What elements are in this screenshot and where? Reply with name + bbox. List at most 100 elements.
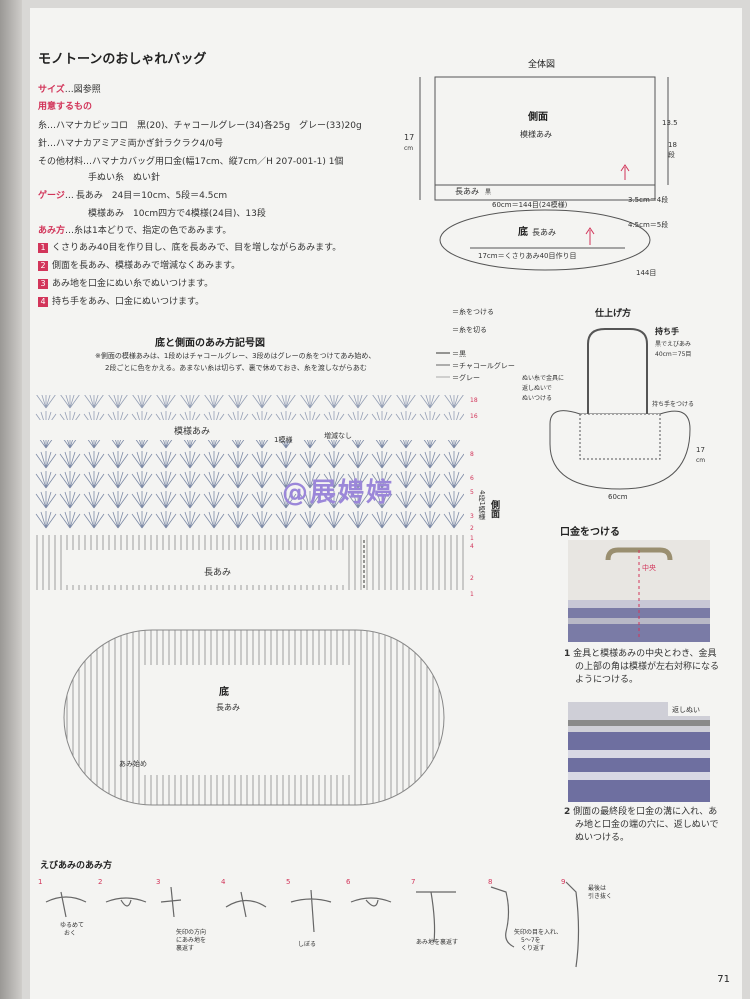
legend-charcoal: ＝チャコールグレー (452, 361, 515, 370)
finish-handle3: 40cm＝75目 (655, 351, 691, 358)
chart-bottom-label: 底 (219, 685, 229, 698)
finish-sew3: ぬいつける (522, 395, 552, 402)
ebi-cap-7: あみ地を裏返す (416, 938, 458, 946)
finish-handle: 持ち手 (655, 326, 679, 336)
chart-bottomlong-label: 長あみ (216, 703, 240, 712)
row-num-6: 6 (470, 475, 474, 482)
ebi-cap-8c: くり返す (521, 945, 545, 952)
finish-sew1: ぬい糸で金具に (522, 374, 564, 382)
ebi-cap-1: ゆるめて (60, 922, 84, 929)
ebi-cap-3c: 裏返す (176, 944, 194, 952)
materials-heading: 用意するもの (38, 102, 93, 112)
hook-line: 針…ハマナカアミアミ両かぎ針ラクラク4/0号 (38, 139, 224, 149)
ebi-cap-8b: 5〜7を (521, 937, 541, 944)
ebi-steps: 1 2 3 4 5 6 7 8 9 ゆるめて おく 矢印の方向 にあみ地を 裏返… (38, 878, 612, 968)
others-line-2: 手ぬい糸 ぬい針 (88, 173, 161, 183)
row-num-8: 8 (470, 451, 474, 458)
overall-r1: 13.5 (662, 119, 678, 127)
clasp-step-1: 1 金具と模様あみの中央とわき、金具 (564, 649, 717, 659)
chart-note-1: ※側面の模様あみは、1段めはチャコールグレー、3段めはグレーの糸をつけてあみ始め… (95, 352, 376, 360)
finish-title: 仕上げ方 (594, 307, 631, 319)
overall-side-label: 側面 (527, 110, 548, 123)
legend-gray: ＝グレー (452, 373, 480, 382)
ebi-num-6: 6 (346, 878, 351, 886)
clasp-title: 口金をつける (560, 527, 620, 538)
row-num-1: 1 (470, 535, 474, 542)
overall-144-label: 144目 (636, 269, 656, 277)
method-intro: あみ方…糸は1本どりで、指定の色であみます。 (38, 226, 232, 236)
overall-title: 全体図 (528, 58, 555, 70)
chart-start-label: あみ始め (119, 759, 147, 768)
clasp-step-2: 2 側面の最終段を口金の溝に入れ、あ (564, 807, 718, 817)
ebi-title: えびあみのあみ方 (40, 861, 113, 871)
chart-one-pattern: 1模様 (274, 435, 292, 444)
finish-sew2: 返しぬいで (522, 385, 552, 392)
clasp-step-1b: の上部の角は模様が左右対称になる (575, 662, 720, 672)
overall-foundation-label: 17cm＝くさりあみ40目作り目 (478, 251, 576, 260)
overall-d2: 4.5cm＝5段 (628, 220, 668, 229)
ebi-cap-1b: おく (64, 930, 76, 937)
row-num-4: 4 (470, 543, 474, 550)
ebi-num-1: 1 (38, 878, 42, 886)
overall-bottomlong-label: 長あみ (532, 228, 556, 237)
ebi-num-8: 8 (488, 878, 492, 886)
overall-width-label: 60cm＝144目(24模様) (492, 200, 568, 209)
row-num-18: 18 (470, 397, 478, 404)
finish-height: 17 (696, 446, 705, 454)
ebi-cap-9: 最後は (588, 884, 606, 892)
row-num-2b: 2 (470, 575, 474, 582)
overall-black-label: 黒 (485, 189, 491, 196)
ebi-cap-5: しぼる (298, 941, 316, 948)
finish-width: 60cm (608, 493, 628, 501)
ebi-num-3: 3 (156, 878, 160, 886)
ebi-num-9: 9 (561, 878, 565, 886)
page-title: モノトーンのおしゃれバッグ (38, 52, 207, 67)
stitch-chart: 模様あみ 1模様 増減なし 長あみ 底 長あみ あみ始め 側面 4段1模様 18… (34, 395, 501, 806)
finish-height-cm: cm (696, 457, 705, 464)
finish-handle2: 黒でえびあみ (655, 340, 691, 348)
ebi-num-2: 2 (98, 878, 102, 886)
chart-note-2: 2段ごとに色をかえる。あまない糸は切らず、裏で休めておき、糸を渡しながらあむ (105, 364, 367, 372)
chart-rep-label: 4段1模様 (478, 490, 486, 520)
overall-h-cm: cm (404, 145, 413, 152)
page-gutter-shadow (0, 0, 22, 999)
others-line: その他材料…ハマナカバッグ用口金(幅17cm、縦7cm／H 207-001-1)… (38, 157, 344, 167)
clasp-step-1c: ようにつける。 (575, 675, 639, 685)
overall-r2: 18 (668, 141, 677, 149)
overall-pattern-label: 模様あみ (520, 129, 552, 139)
watermark: @展娉婷 (282, 478, 395, 508)
chart-noinc: 増減なし (324, 431, 352, 440)
chart-pattern-label: 模様あみ (174, 425, 210, 437)
row-num-5: 5 (470, 489, 474, 496)
clasp-step-2b: み地と口金の端の穴に、返しぬいで (575, 820, 719, 830)
clasp-center-label: 中央 (642, 563, 656, 572)
gauge-line: ゲージ…長あみ 24目＝10cm、5段＝4.5cm (38, 191, 228, 201)
finish-diagram: 仕上げ方 持ち手 黒でえびあみ 40cm＝75目 ぬい糸で金具に 返しぬいで ぬ… (522, 307, 705, 501)
ebi-num-7: 7 (411, 878, 415, 886)
row-num-16: 16 (470, 413, 478, 420)
clasp-photo-1: 中央 (568, 540, 710, 642)
legend-cut: ＝糸を切る (452, 325, 487, 334)
clasp-step-2c: ぬいつける。 (575, 833, 630, 843)
chart-long-label: 長あみ (204, 567, 231, 578)
yarn-line: 糸…ハマナカピッコロ 黒(20)、チャコールグレー(34)各25g グレー(33… (38, 121, 362, 131)
gauge-line-2: 模様あみ 10cm四方で4模様(24目)、13段 (88, 209, 266, 219)
overall-h17: 17 (404, 133, 414, 142)
overall-d1: 3.5cm＝4段 (628, 195, 668, 204)
clasp-photo-2: 返しぬい (568, 702, 710, 802)
ebi-cap-8: 矢印の目を入れ、 (514, 928, 562, 936)
ebi-num-5: 5 (286, 878, 290, 886)
symbol-legend: ＝糸をつける ＝糸を切る ＝黒 ＝チャコールグレー ＝グレー (436, 307, 515, 382)
overall-long-label: 長あみ (455, 187, 479, 196)
chart-side-label: 側面 (489, 499, 501, 519)
ebi-cap-3b: にあみ地を (176, 936, 206, 944)
size-line: サイズ…図参照 (38, 85, 101, 95)
overall-diagram: 全体図 側面 模様あみ 長あみ 黒 60cm＝144目(24模様) 底 長あみ … (404, 58, 678, 277)
ebi-cap-9b: 引き抜く (588, 892, 612, 900)
overall-r3: 段 (668, 150, 675, 159)
page-number: 71 (717, 974, 730, 985)
legend-black: ＝黒 (452, 350, 466, 358)
row-num-2: 2 (470, 525, 474, 532)
